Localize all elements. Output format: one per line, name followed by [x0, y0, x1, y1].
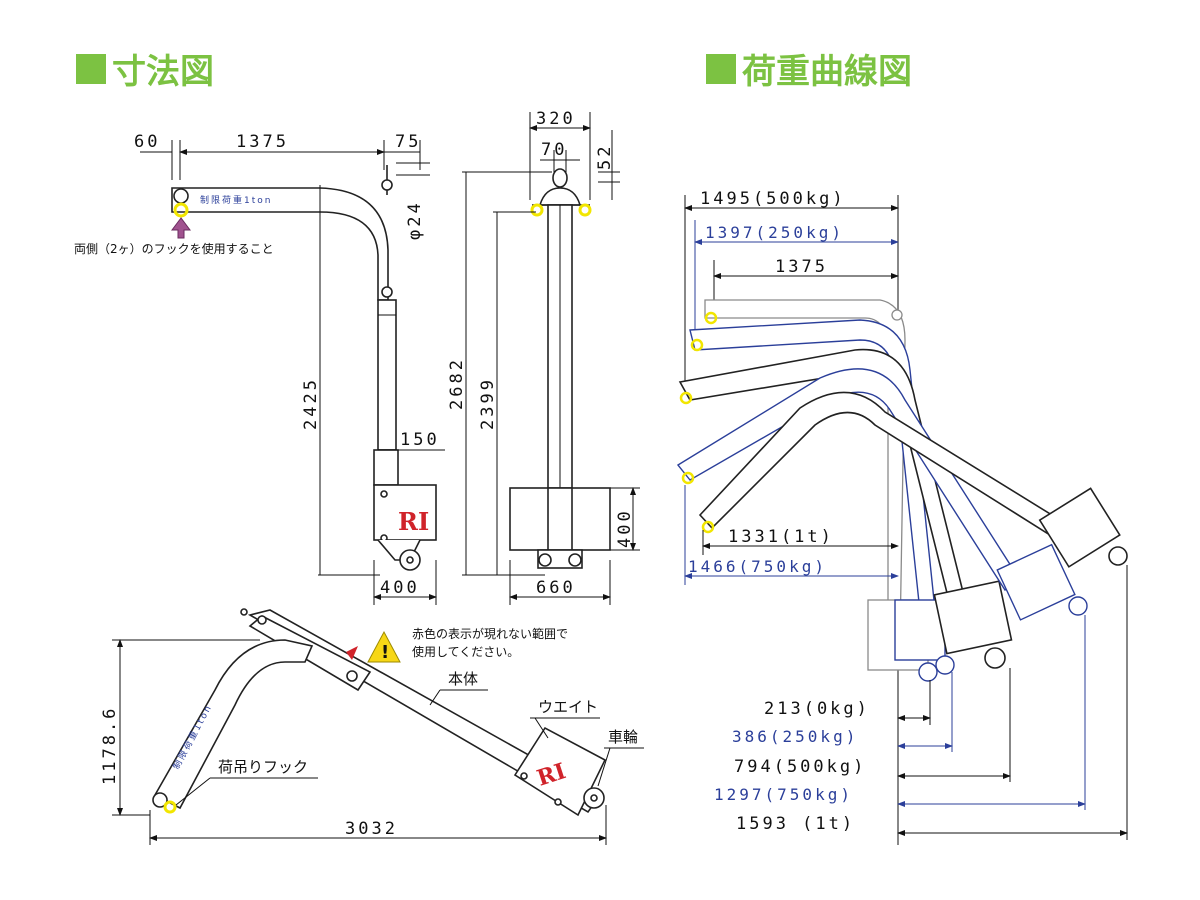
- reach-750kg: 1466(750kg): [688, 557, 827, 576]
- warning-icon: [367, 630, 401, 663]
- hook-icon: [681, 471, 695, 485]
- svg-text:!: !: [381, 642, 389, 663]
- dim-2682: 2682: [447, 357, 467, 410]
- rear-0kg: 213(0kg): [764, 699, 870, 719]
- side-arm-text: 制限荷重1ton: [200, 194, 272, 206]
- dimension-drawing-heading: 寸法図: [76, 44, 214, 93]
- dim-3032: 3032: [345, 819, 398, 839]
- arrow-up-icon: [171, 217, 191, 239]
- folded-arm: [153, 639, 314, 810]
- warning-line2: 使用してください。: [412, 644, 519, 659]
- dim-52: 52: [595, 144, 615, 170]
- dim-70: 70: [541, 140, 567, 160]
- hook-icon: [704, 311, 718, 325]
- label-weight: ウエイト: [538, 698, 598, 716]
- reach-1375: 1375: [775, 257, 828, 277]
- label-body: 本体: [448, 670, 478, 688]
- load-curve-heading: 荷重曲線図: [706, 44, 912, 93]
- top-eye: [381, 179, 393, 191]
- dim-1178-6: 1178.6: [100, 706, 120, 785]
- arm-end-eye: [173, 188, 189, 204]
- dim-2425: 2425: [301, 377, 321, 430]
- rear-500kg: 794(500kg): [734, 757, 866, 777]
- reach-1t: 1331(1t): [728, 527, 834, 547]
- front-view: 320 70 52 2682 2399 400: [447, 109, 640, 605]
- hook-icon: [701, 520, 715, 534]
- front-top-eye: [552, 168, 568, 188]
- hook-icon: [173, 202, 189, 218]
- front-dim-400: 400: [615, 508, 635, 548]
- rear-750kg: 1297(750kg): [714, 785, 853, 804]
- dim-75: 75: [395, 132, 421, 152]
- dim-150: 150: [400, 430, 440, 450]
- reach-500kg: 1495(500kg): [700, 189, 846, 209]
- label-wheel: 車輪: [608, 728, 638, 746]
- pivot-pin: [381, 286, 393, 298]
- ri-logo: RI: [398, 507, 429, 536]
- load-curve-diagram: 1495(500kg) 1397(250kg) 1375: [676, 189, 1128, 845]
- dim-phi24: φ24: [405, 200, 425, 240]
- hook-icon: [578, 203, 592, 217]
- dim-60: 60: [134, 132, 160, 152]
- heading-square-icon: [706, 53, 736, 84]
- dim-660: 660: [536, 578, 576, 598]
- side-mast: [377, 299, 397, 451]
- label-hook: 荷吊りフック: [218, 758, 308, 776]
- hook-icon: [679, 391, 693, 405]
- hook-icon: [163, 800, 177, 814]
- boom-positions: [676, 299, 1128, 682]
- rear-250kg: 386(250kg): [732, 727, 858, 746]
- hook-icon: [690, 338, 704, 352]
- warning-line1: 赤色の表示が現れない範囲で: [412, 626, 568, 641]
- hook-note: 両側（2ヶ）のフックを使用すること: [74, 241, 274, 256]
- reach-250kg: 1397(250kg): [705, 223, 844, 242]
- dim-2399: 2399: [478, 377, 498, 430]
- folded-view: 制限荷重1ton RI ! 赤色の表示が現れない範囲で 使用してください。 本体…: [100, 608, 644, 845]
- heading-square-icon: [76, 53, 106, 84]
- dim-320: 320: [536, 109, 576, 129]
- side-dim-400: 400: [380, 578, 420, 598]
- red-indicator: [346, 646, 358, 660]
- side-mast-base: [373, 449, 399, 486]
- side-view: 60 1375 75 φ24 制限荷重1ton 両側（2ヶ）のフックを使用するこ…: [74, 132, 445, 605]
- dimension-drawing-title: 寸法図: [112, 52, 214, 92]
- rear-1t: 1593 (1t): [736, 814, 855, 834]
- dim-1375: 1375: [236, 132, 289, 152]
- load-curve-title: 荷重曲線図: [742, 52, 912, 92]
- hook-icon: [530, 203, 544, 217]
